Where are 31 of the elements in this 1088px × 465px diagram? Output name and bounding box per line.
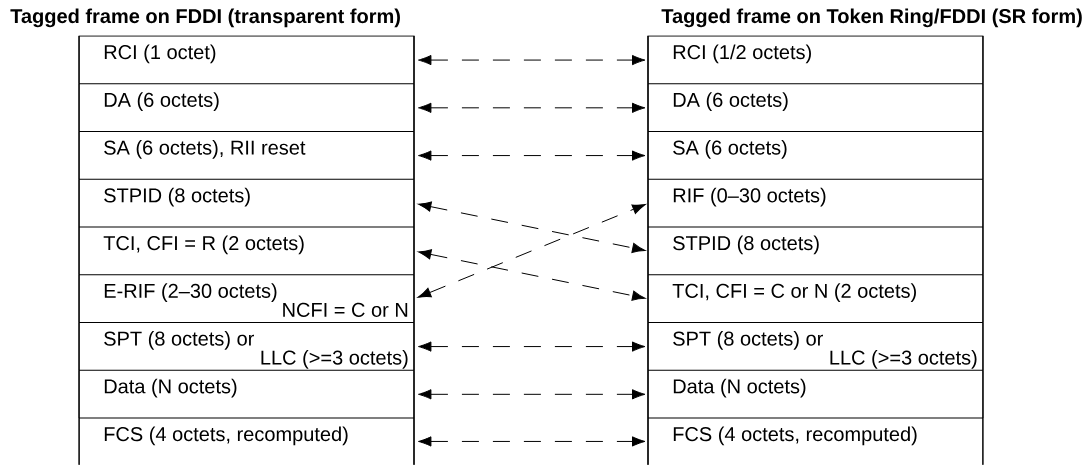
field-cell: TCI, CFI = C or N (2 octets) [647,274,984,324]
arrow [418,54,646,66]
arrow [417,249,646,301]
field-cell: RCI (1 octet) [78,35,415,85]
field-cell: TCI, CFI = R (2 octets) [78,226,415,276]
field-cell: Data (N octets) [647,369,984,419]
field-cell: RCI (1/2 octets) [647,35,984,85]
arrow [417,201,646,253]
field-cell: STPID (8 octets) [647,226,984,276]
frame-title: Tagged frame on Token Ring/FDDI (SR form) [661,8,1082,28]
arrow [418,436,646,447]
field-cell: SA (6 octets), RII reset [78,130,415,180]
frame-table [10,8,415,465]
arrow [418,150,646,161]
frame-table [647,8,1082,465]
field-cell: SPT (8 octets) or LLC (>=3 octets) [78,321,415,371]
field-cell: SA (6 octets) [647,130,984,180]
field-cell: RIF (0–30 octets) [647,178,984,228]
field-cell: DA (6 octets) [647,83,984,133]
arrow [418,341,646,352]
field-cell: SPT (8 octets) or LLC (>=3 octets) [647,321,984,371]
field-cell: FCS (4 octets, recomputed) [647,417,984,465]
arrow [417,204,646,298]
field-cell: Data (N octets) [78,369,415,419]
field-cell: E-RIF (2–30 octets) NCFI = C or N [78,274,415,324]
frame-title: Tagged frame on FDDI (transparent form) [10,8,400,28]
arrow [418,389,646,400]
arrow [418,102,646,113]
field-cell: DA (6 octets) [78,83,415,133]
field-cell: STPID (8 octets) [78,178,415,228]
field-cell: FCS (4 octets, recomputed) [78,417,415,465]
